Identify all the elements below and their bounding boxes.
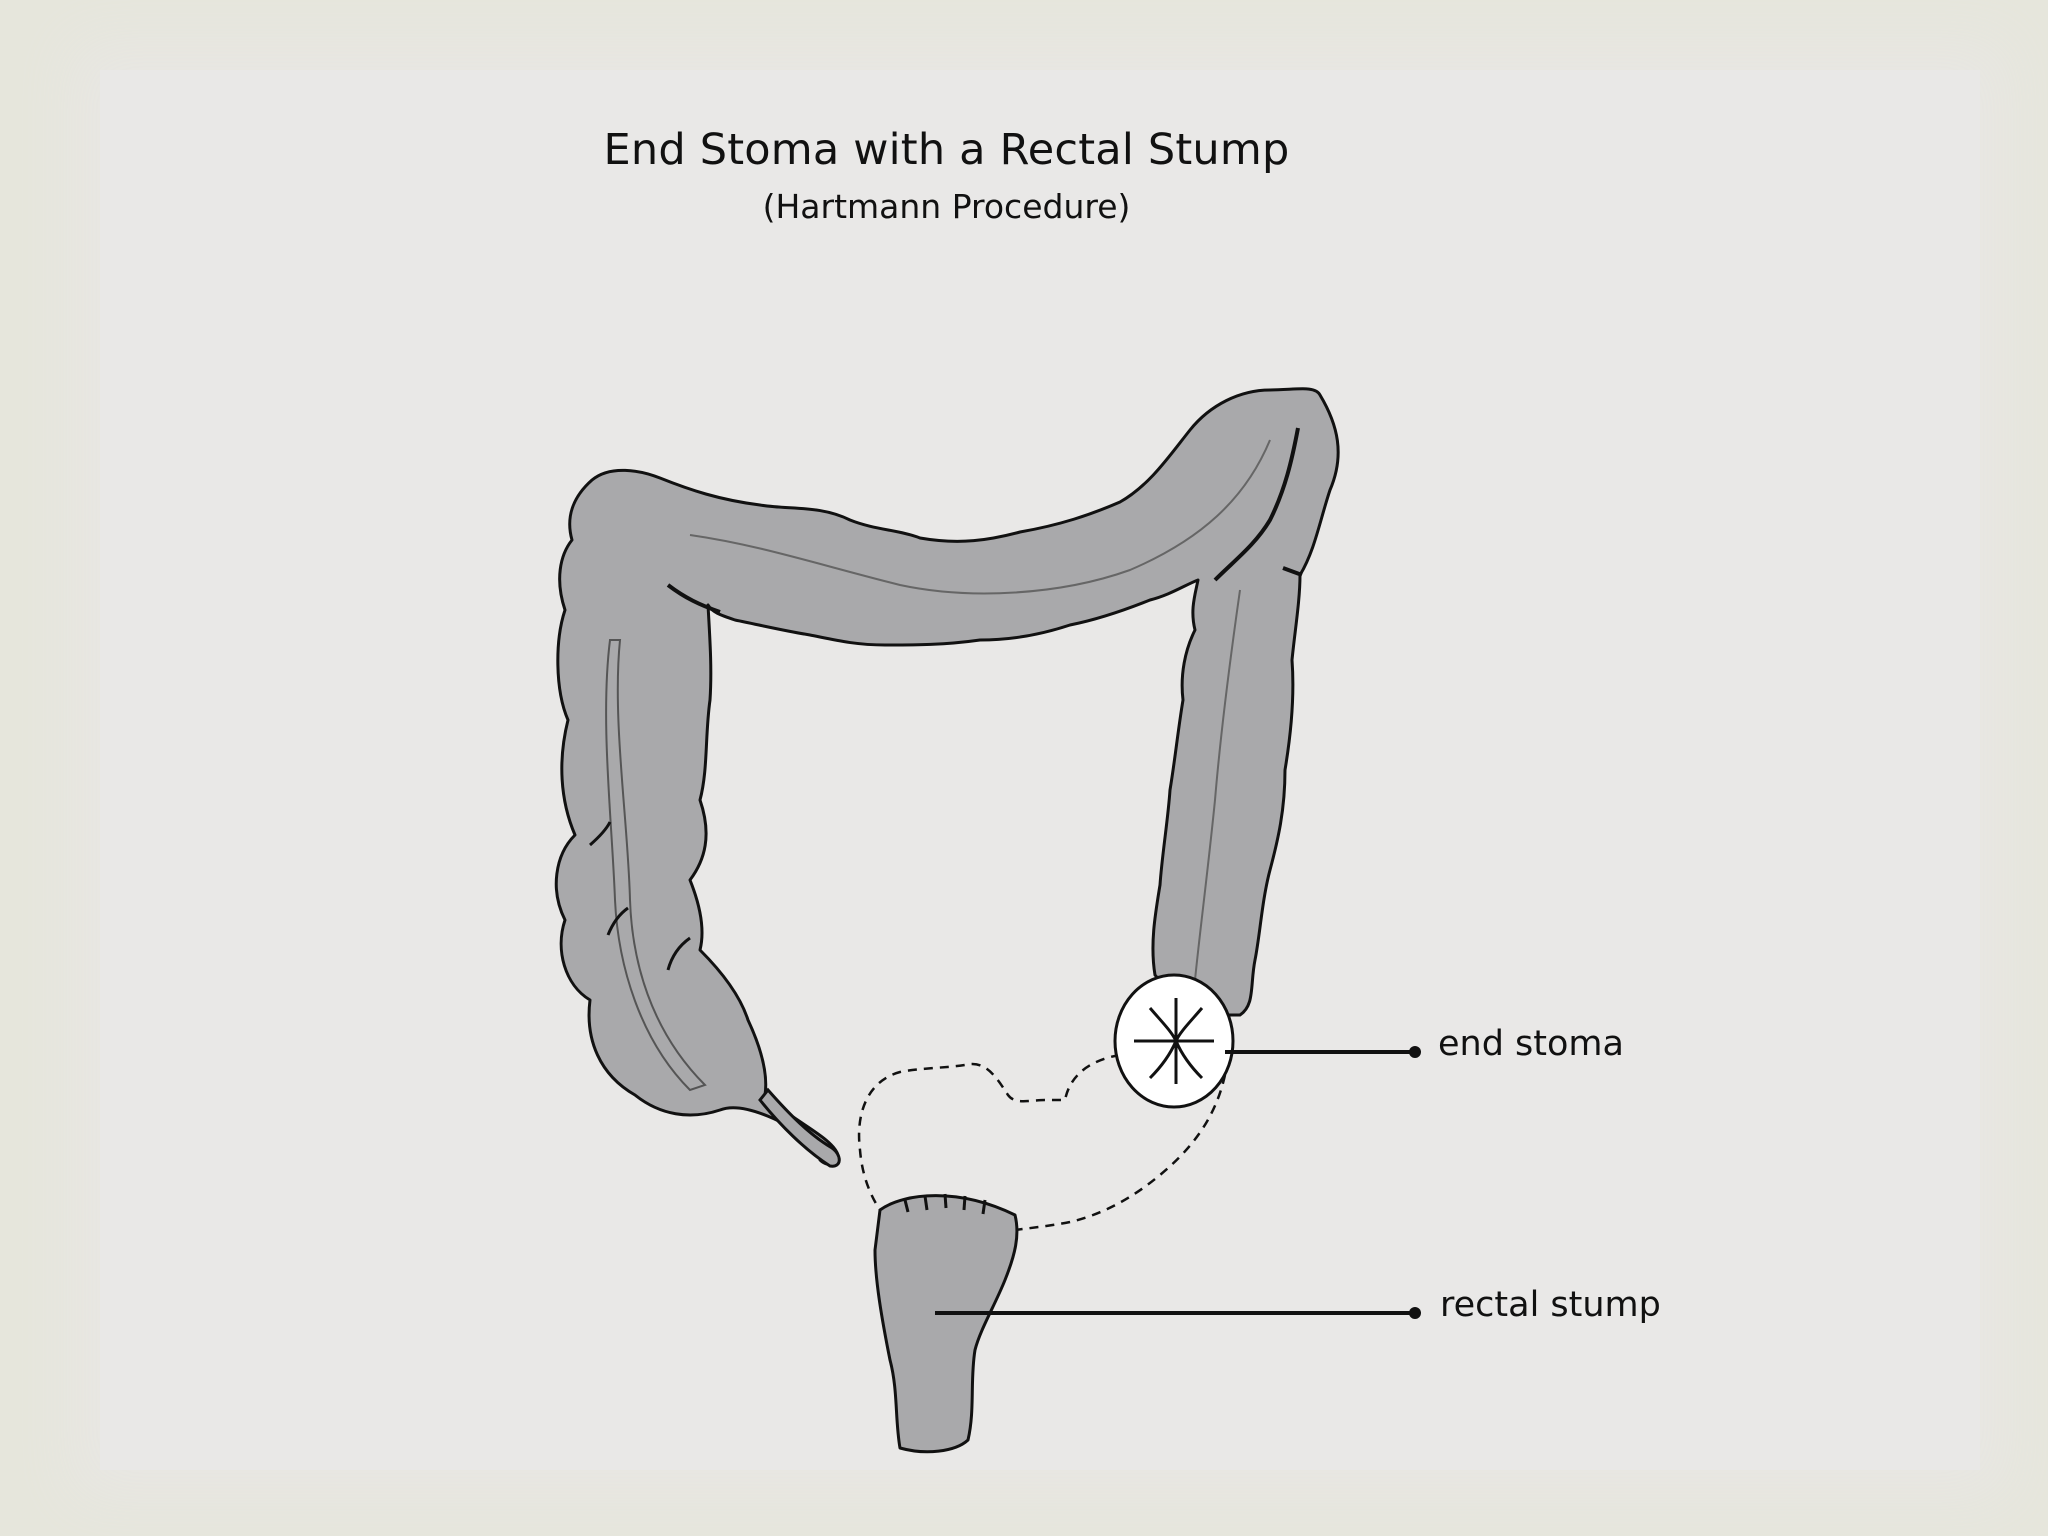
diagram-subtitle: (Hartmann Procedure) <box>762 187 1131 226</box>
colon-body <box>554 387 1340 1167</box>
rectal-stump-leader-dot <box>1409 1307 1421 1319</box>
stump-sutures <box>903 1193 987 1215</box>
rectal-stump-label: rectal stump <box>1440 1285 1661 1325</box>
splenic-flexure-mark <box>1213 427 1300 582</box>
hepatic-flexure-mark <box>666 583 721 614</box>
removed-segment-outline-lower <box>1014 1074 1227 1232</box>
haustra-mark-1 <box>589 821 612 847</box>
diagram-title: End Stoma with a Rectal Stump <box>603 125 1290 175</box>
rectal-stump <box>873 1194 1019 1454</box>
descending-lumen-line <box>1194 589 1241 981</box>
ascending-lumen-line <box>605 639 707 1092</box>
removed-segment-outline <box>857 1053 1121 1211</box>
appendix <box>758 1087 841 1168</box>
end-stoma-label: end stoma <box>1438 1024 1624 1064</box>
diagram-panel <box>100 70 1980 1470</box>
end-stoma-leader-dot <box>1409 1046 1421 1058</box>
haustra-mark-2 <box>606 906 629 936</box>
stoma-suture-icon <box>1134 998 1214 1084</box>
transverse-lumen-line <box>689 439 1271 595</box>
haustra-mark-3 <box>666 936 691 971</box>
splenic-flexure-tick <box>1282 566 1303 577</box>
